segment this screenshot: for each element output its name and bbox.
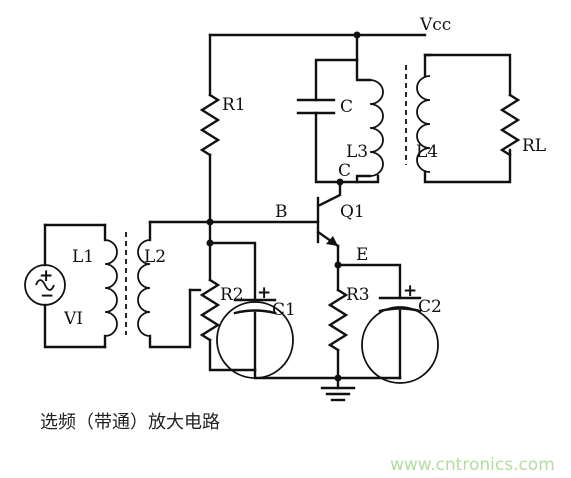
label-vi: VI [63,309,83,329]
capacitor-c2 [361,296,439,384]
label-r3: R3 [346,285,370,305]
tank-circuit [296,33,384,186]
coil-l2 [137,220,202,349]
diagram-caption: 选频（带通）放大电路 [40,412,220,433]
resistor-r1 [199,93,221,245]
base-node [206,218,257,302]
watermark: www.cntronics.com [390,455,555,475]
input-source [24,223,107,349]
c1-plus-icon: + [257,283,271,303]
emitter-node [334,261,402,300]
label-c1: C1 [272,300,296,320]
label-c-tank: C [340,97,353,117]
label-l1: L1 [72,247,94,267]
resistor-rl [499,93,521,157]
label-l3: L3 [346,142,368,162]
label-c-node: C [338,161,351,181]
resistor-r2 [199,278,257,372]
label-l2: L2 [144,247,166,267]
source-minus-icon: − [40,286,54,306]
label-e: E [356,245,368,265]
resistor-r3 [327,288,349,380]
coil-l1 [103,223,118,349]
c2-plus-icon: + [403,281,417,301]
label-rl: RL [522,136,546,156]
label-r1: R1 [222,95,246,115]
label-b: B [275,202,288,222]
label-r2: R2 [220,285,244,305]
transistor-q1 [148,180,342,267]
label-c2: C2 [418,297,442,317]
supply-rail [208,31,427,97]
ground-symbol [253,368,402,402]
source-plus-icon: + [39,266,53,286]
output-transformer [405,53,512,184]
label-q1: Q1 [340,202,365,222]
label-l4: L4 [416,142,438,162]
label-vcc: Vcc [419,15,451,35]
